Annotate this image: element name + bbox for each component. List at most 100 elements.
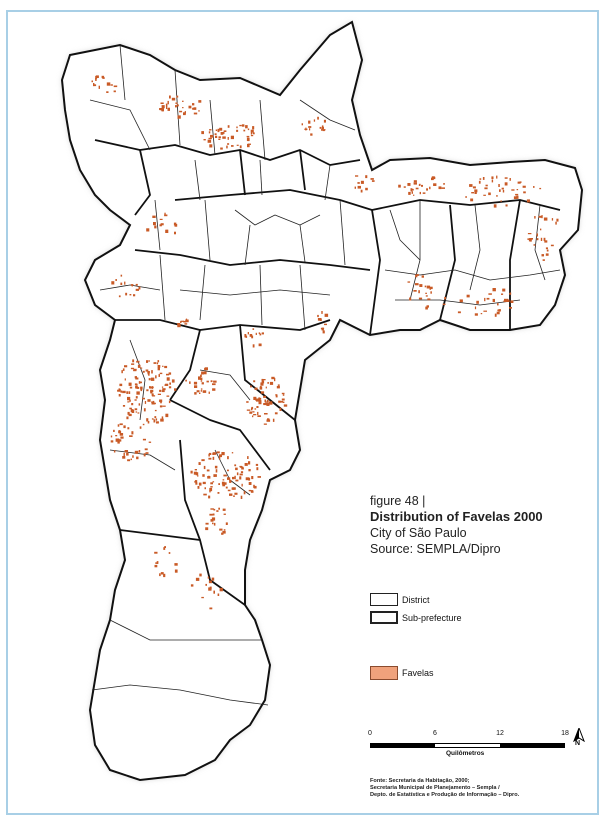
favela-patch: [135, 288, 139, 291]
favela-patch: [169, 95, 171, 99]
favela-patch: [253, 380, 256, 383]
favela-patch: [509, 178, 511, 181]
favela-patch: [212, 456, 215, 460]
favela-patch: [264, 399, 267, 403]
favela-patch: [507, 298, 509, 302]
favela-patch: [126, 452, 129, 456]
favela-patch: [504, 182, 508, 186]
favela-patch: [203, 465, 206, 470]
favela-patch: [124, 378, 126, 381]
favela-patch: [151, 418, 154, 420]
favela-patch: [205, 522, 209, 525]
favela-patch: [543, 217, 548, 221]
favela-patch: [148, 360, 150, 362]
favela-patch: [130, 284, 134, 286]
favela-patch: [408, 191, 411, 195]
favela-patch: [213, 474, 215, 477]
favela-patch: [322, 330, 325, 334]
favela-patch: [210, 508, 214, 510]
favela-patch: [283, 404, 288, 407]
favela-patch: [151, 393, 154, 396]
favela-patch: [212, 513, 215, 516]
favela-patch: [253, 396, 257, 400]
favela-patch: [136, 456, 139, 460]
favela-patch: [194, 385, 198, 388]
favela-patch: [174, 563, 178, 566]
favela-patch: [240, 471, 244, 474]
favela-patch: [409, 297, 412, 301]
favela-patch: [129, 386, 133, 389]
favela-patch: [180, 321, 182, 323]
favela-patch: [151, 402, 155, 405]
favela-patch: [165, 413, 169, 418]
favela-patch: [371, 180, 375, 182]
favela-patch: [277, 384, 280, 386]
favela-patch: [493, 204, 497, 208]
favela-patch: [309, 128, 311, 131]
favela-patch: [136, 386, 140, 389]
favela-patch: [222, 136, 226, 139]
favela-patch: [223, 132, 225, 134]
favela-patch: [511, 189, 515, 191]
favela-patch: [202, 481, 206, 485]
favela-patch: [117, 424, 120, 427]
favela-patch: [539, 187, 542, 190]
favela-patch: [124, 281, 126, 285]
favela-patch: [419, 191, 421, 195]
favela-patch: [234, 475, 236, 480]
favela-patch: [271, 376, 275, 380]
favela-patch: [233, 495, 235, 497]
favela-patch: [431, 177, 434, 181]
favela-patch: [220, 147, 223, 150]
favela-patch: [247, 143, 250, 148]
favela-patch: [158, 374, 160, 377]
favela-patch: [221, 481, 225, 485]
favela-patch: [257, 411, 259, 416]
favela-patch: [472, 186, 476, 189]
favela-patch: [443, 183, 445, 185]
favela-patch: [163, 547, 166, 550]
favela-patch: [413, 290, 417, 292]
favela-patch: [526, 199, 530, 203]
favela-patch: [244, 334, 247, 338]
favela-patch: [189, 381, 191, 384]
favela-patch: [121, 370, 123, 374]
favela-patch: [255, 332, 257, 335]
favela-patch: [502, 189, 505, 193]
favela-patch: [122, 456, 126, 459]
favela-patch: [148, 378, 151, 381]
favela-patch: [197, 475, 199, 477]
favela-patch: [201, 131, 204, 135]
favela-patch: [169, 382, 171, 385]
favela-patch: [146, 360, 149, 363]
favela-patch: [127, 396, 131, 401]
favela-patch: [357, 182, 360, 184]
favela-patch: [124, 450, 128, 453]
favela-patch: [545, 253, 549, 256]
favela-patch: [250, 129, 254, 133]
favela-patch: [248, 477, 251, 481]
favela-patch: [317, 318, 322, 321]
favela-patch: [227, 143, 230, 145]
favela-patch: [357, 185, 361, 189]
favela-patch: [211, 577, 215, 581]
favela-patch: [150, 389, 154, 393]
legend-favelas-label: Favelas: [402, 668, 434, 678]
favela-patch: [212, 522, 214, 525]
favela-patch: [200, 380, 203, 382]
favela-patch: [484, 297, 486, 302]
favela-patch: [241, 124, 245, 127]
favela-patch: [127, 427, 130, 430]
favela-patch: [250, 135, 254, 137]
favela-patch: [267, 418, 270, 422]
favela-patch: [459, 299, 463, 303]
favela-patch: [256, 467, 259, 471]
favela-patch: [269, 401, 273, 405]
favela-patch: [188, 105, 192, 109]
favela-patch: [274, 377, 276, 382]
favela-patch: [502, 288, 506, 292]
favela-patch: [244, 463, 248, 466]
favela-patch: [247, 332, 249, 335]
favela-patch: [165, 383, 169, 386]
favela-patch: [426, 188, 428, 191]
